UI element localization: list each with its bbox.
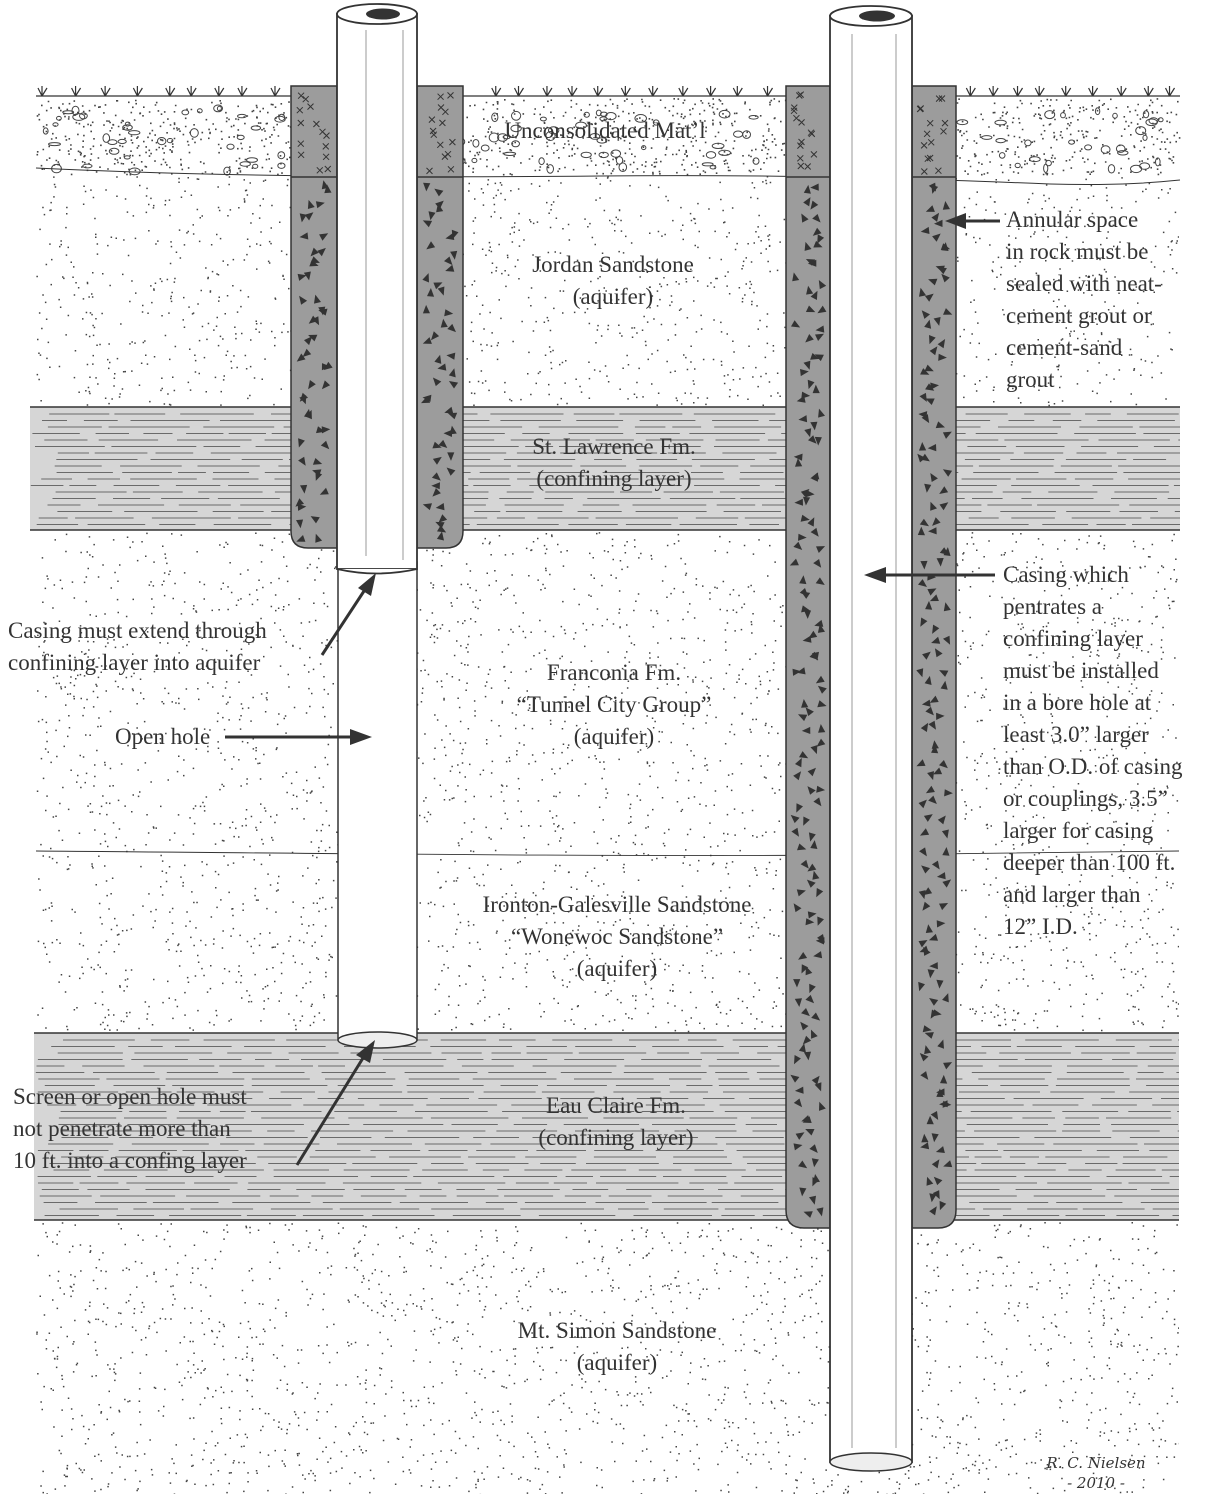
- annular-line: cement-sand: [1006, 335, 1123, 360]
- casing-penetrates-line: than O.D. of casing: [1003, 754, 1183, 779]
- label-jordan-type: (aquifer): [573, 284, 653, 309]
- screen-line: not penetrate more than: [13, 1116, 231, 1141]
- annular-line: cement grout or: [1006, 303, 1152, 328]
- left-casing: [336, 13, 418, 570]
- annotation-annular: Annular space in rock must be sealed wit…: [1006, 207, 1162, 392]
- label-ironton-type: (aquifer): [577, 956, 657, 981]
- right-casing-bottom: [829, 1452, 913, 1472]
- label-st-lawrence-type: (confining layer): [536, 466, 691, 491]
- casing-penetrates-line: 12” I.D.: [1003, 914, 1078, 939]
- label-jordan-name: Jordan Sandstone: [532, 252, 694, 277]
- label-mt-simon-type: (aquifer): [577, 1350, 657, 1375]
- annular-line: grout: [1006, 367, 1055, 392]
- annular-line: sealed with neat-: [1006, 271, 1162, 296]
- casing-penetrates-line: pentrates a: [1003, 594, 1102, 619]
- arrow-casing-extend: [320, 587, 368, 656]
- casing-penetrates-line: larger for casing: [1003, 818, 1154, 843]
- label-franconia-group: “Tunnel City Group”: [517, 692, 712, 717]
- annotation-casing-penetrates: Casing which pentrates a confining layer…: [1003, 562, 1183, 939]
- right-casing: [829, 15, 913, 1463]
- signature: R. C. Nielsen - 2010 -: [1045, 1454, 1145, 1492]
- arrows: [225, 213, 1000, 1166]
- eau-claire-band: [34, 1033, 1179, 1220]
- label-mt-simon-name: Mt. Simon Sandstone: [518, 1318, 717, 1343]
- casing-penetrates-line: and larger than: [1003, 882, 1141, 907]
- signature-year: - 2010 -: [1067, 1474, 1125, 1492]
- annular-line: Annular space: [1006, 207, 1138, 232]
- annotation-open-hole: Open hole: [115, 724, 210, 749]
- left-well: [290, 3, 464, 1049]
- left-open-hole: [337, 561, 418, 1041]
- casing-penetrates-line: Casing which: [1003, 562, 1129, 587]
- casing-penetrates-line: must be installed: [1003, 658, 1159, 683]
- franconia-ironton-contact: [35, 850, 1180, 856]
- right-grout-left: [785, 85, 831, 1229]
- casing-penetrates-line: confining layer: [1003, 626, 1143, 651]
- casing-penetrates-line: least 3.0” larger: [1003, 722, 1149, 747]
- casing-penetrates-line: deeper than 100 ft.: [1003, 850, 1175, 875]
- arrow-screen: [295, 1057, 365, 1166]
- casing-extend-line: Casing must extend through: [8, 618, 267, 643]
- annotation-screen: Screen or open hole must not penetrate m…: [13, 1084, 247, 1173]
- right-well: [785, 5, 957, 1472]
- label-ironton-name: Ironton-Galesville Sandstone: [483, 892, 752, 917]
- label-franconia-name: Franconia Fm.: [547, 660, 681, 685]
- label-st-lawrence-name: St. Lawrence Fm.: [532, 434, 696, 459]
- grout-marks: [295, 92, 459, 543]
- grout-marks: [789, 91, 953, 1218]
- casing-penetrates-line: in a bore hole at: [1003, 690, 1152, 715]
- annotation-casing-extend: Casing must extend through confining lay…: [8, 618, 267, 675]
- label-ironton-alt: “Wonewoc Sandstone”: [511, 924, 723, 949]
- left-hole-bottom: [337, 1031, 418, 1049]
- label-eau-claire-type: (confining layer): [538, 1125, 693, 1150]
- screen-line: 10 ft. into a confing layer: [13, 1148, 247, 1173]
- right-grout-right: [911, 85, 957, 1229]
- casing-extend-line: confining layer into aquifer: [8, 650, 261, 675]
- label-unconsolidated: Unconsolidated Mat’l: [504, 118, 705, 143]
- signature-name: R. C. Nielsen: [1045, 1454, 1145, 1472]
- casing-penetrates-line: or couplings, 3.5”: [1003, 786, 1168, 811]
- left-grout-right: [416, 85, 464, 549]
- label-eau-claire-name: Eau Claire Fm.: [546, 1093, 686, 1118]
- annular-line: in rock must be: [1006, 239, 1148, 264]
- unconsolidated-base: [35, 167, 1181, 186]
- screen-line: Screen or open hole must: [13, 1084, 247, 1109]
- label-franconia-type: (aquifer): [574, 724, 654, 749]
- grass-tufts: [37, 86, 1176, 97]
